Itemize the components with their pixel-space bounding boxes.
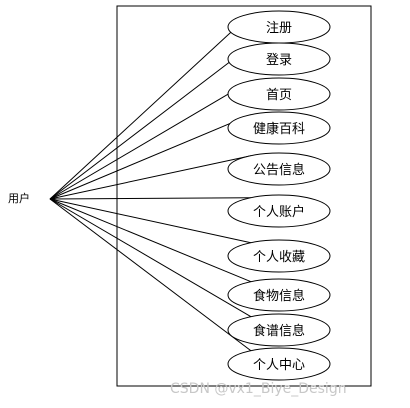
use-case: 健康百科 — [227, 111, 331, 145]
use-case-label: 食物信息 — [253, 288, 305, 304]
use-case-ellipse — [227, 152, 331, 186]
use-case-label: 首页 — [266, 88, 292, 103]
association-line — [49, 45, 252, 200]
association-line — [49, 198, 252, 352]
use-case-label: 健康百科 — [253, 121, 305, 137]
use-case-label: 注册 — [266, 21, 292, 36]
association-line — [49, 114, 252, 200]
use-case: 个人中心 — [227, 347, 331, 381]
use-case-label: 个人收藏 — [253, 250, 305, 265]
association-line — [49, 155, 252, 200]
use-case-ellipse — [227, 278, 331, 312]
use-case: 个人收藏 — [227, 239, 331, 273]
association-line — [49, 198, 252, 283]
association-lines — [49, 13, 252, 352]
watermark: CSDN @vx1_Biye_Design — [170, 381, 347, 397]
use-case-label: 食谱信息 — [253, 323, 305, 339]
association-line — [49, 197, 251, 200]
use-case-ellipse — [227, 313, 331, 347]
association-line — [49, 198, 252, 244]
use-case-ellipse — [227, 239, 331, 273]
use-case-ellipse — [227, 111, 331, 145]
use-case-ellipse — [227, 77, 331, 111]
use-case: 个人账户 — [227, 194, 331, 228]
use-case-label: 公告信息 — [253, 162, 305, 178]
use-case: 食物信息 — [227, 278, 331, 312]
use-case-label: 个人账户 — [253, 204, 305, 220]
association-line — [49, 13, 252, 200]
association-line — [49, 198, 252, 318]
use-case: 登录 — [227, 42, 331, 76]
use-case: 公告信息 — [227, 152, 331, 186]
use-case: 首页 — [227, 77, 331, 111]
actor-label: 用户 — [8, 191, 30, 205]
use-case-ellipse — [227, 347, 331, 381]
use-case-ellipse — [227, 42, 331, 76]
use-case: 食谱信息 — [227, 313, 331, 347]
use-case-label: 个人中心 — [253, 358, 305, 373]
use-case-label: 登录 — [266, 53, 292, 68]
association-line — [49, 80, 252, 200]
use-case: 注册 — [227, 10, 331, 44]
use-case-ellipse — [227, 194, 331, 228]
system-boundary — [116, 5, 372, 387]
